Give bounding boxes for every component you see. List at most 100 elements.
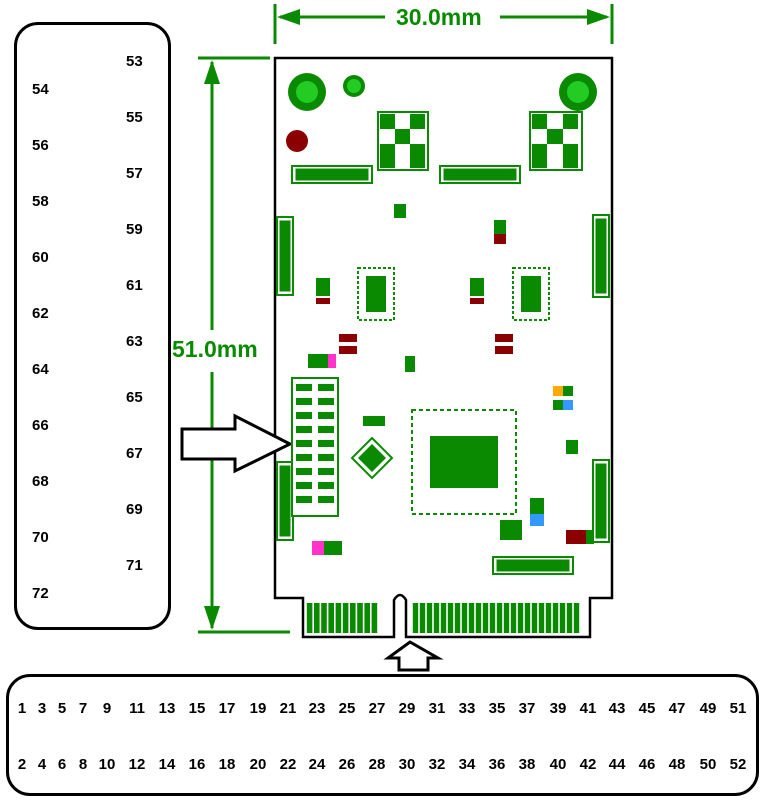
pin-label: 52 bbox=[729, 756, 747, 773]
edge-finger bbox=[454, 603, 461, 633]
width-dimension-label: 30.0mm bbox=[396, 4, 482, 30]
left-connector bbox=[291, 377, 339, 517]
pin-label: 41 bbox=[579, 700, 597, 717]
edge-finger bbox=[335, 603, 342, 633]
pin-label: 70 bbox=[32, 529, 49, 546]
pin-label: 56 bbox=[32, 137, 49, 154]
pin-label: 50 bbox=[699, 756, 717, 773]
pin-label: 43 bbox=[608, 700, 626, 717]
pin-label: 51 bbox=[729, 700, 747, 717]
edge-finger bbox=[419, 603, 426, 633]
pin-label: 64 bbox=[32, 361, 49, 378]
rf-pad-left bbox=[377, 111, 429, 171]
pin-label: 29 bbox=[398, 700, 416, 717]
pin-label: 48 bbox=[668, 756, 686, 773]
pin-label: 72 bbox=[32, 585, 49, 602]
edge-finger bbox=[545, 603, 552, 633]
edge-finger bbox=[364, 603, 370, 633]
height-dimension bbox=[198, 56, 290, 634]
pin-label: 35 bbox=[488, 700, 506, 717]
bottom-pin-box bbox=[6, 674, 759, 796]
pin-label: 23 bbox=[308, 700, 326, 717]
pin-label: 44 bbox=[608, 756, 626, 773]
pin-label: 19 bbox=[249, 700, 267, 717]
side-arrow bbox=[180, 413, 294, 474]
pin-label: 20 bbox=[249, 756, 267, 773]
edge-finger bbox=[489, 603, 496, 633]
edge-finger bbox=[559, 603, 566, 633]
pin-label: 27 bbox=[368, 700, 386, 717]
pin-label: 16 bbox=[188, 756, 206, 773]
pin-label: 26 bbox=[338, 756, 356, 773]
pin-label: 3 bbox=[37, 700, 47, 717]
pin-label: 13 bbox=[158, 700, 176, 717]
pin-label: 62 bbox=[32, 305, 49, 322]
pin-label: 67 bbox=[126, 445, 143, 462]
side-pin-box bbox=[14, 22, 171, 630]
pin-label: 9 bbox=[102, 700, 112, 717]
pin-label: 60 bbox=[32, 249, 49, 266]
pin-label: 32 bbox=[428, 756, 446, 773]
edge-finger bbox=[573, 603, 580, 633]
pin-label: 40 bbox=[549, 756, 567, 773]
pin-label: 22 bbox=[279, 756, 297, 773]
pin-label: 18 bbox=[218, 756, 236, 773]
pad-strip bbox=[276, 165, 610, 575]
edge-finger bbox=[426, 603, 433, 633]
pin-label: 33 bbox=[458, 700, 476, 717]
pin-label: 24 bbox=[308, 756, 326, 773]
width-dimension bbox=[273, 4, 614, 44]
edge-finger bbox=[503, 603, 510, 633]
pin-label: 30 bbox=[398, 756, 416, 773]
pin-label: 69 bbox=[126, 501, 143, 518]
edge-finger bbox=[517, 603, 524, 633]
pin-label: 38 bbox=[518, 756, 536, 773]
components bbox=[308, 204, 594, 555]
pin-label: 11 bbox=[129, 700, 145, 717]
pin-label: 36 bbox=[488, 756, 506, 773]
pin-label: 66 bbox=[32, 417, 49, 434]
pin-label: 63 bbox=[126, 333, 143, 350]
pin-label: 49 bbox=[699, 700, 717, 717]
edge-finger bbox=[371, 603, 378, 633]
pin-label: 53 bbox=[126, 53, 143, 70]
pin-label: 34 bbox=[458, 756, 476, 773]
pin-label: 54 bbox=[32, 81, 49, 98]
diamond-chip bbox=[350, 436, 394, 480]
pin-label: 57 bbox=[126, 165, 143, 182]
edge-finger bbox=[342, 603, 349, 633]
edge-finger bbox=[531, 603, 538, 633]
edge-fingers-left bbox=[306, 603, 378, 633]
edge-finger bbox=[482, 603, 489, 633]
bottom-arrow bbox=[383, 640, 444, 672]
pin-label: 2 bbox=[17, 756, 27, 773]
pin-label: 28 bbox=[368, 756, 386, 773]
edge-finger bbox=[566, 603, 573, 633]
pin-label: 46 bbox=[638, 756, 656, 773]
edge-finger bbox=[412, 603, 419, 633]
pin-label: 6 bbox=[57, 756, 67, 773]
edge-finger bbox=[328, 603, 334, 633]
edge-finger bbox=[314, 603, 320, 633]
pin-label: 25 bbox=[338, 700, 356, 717]
pin-label: 42 bbox=[579, 756, 597, 773]
edge-finger bbox=[468, 603, 475, 633]
height-dimension-label: 51.0mm bbox=[172, 336, 258, 362]
pin-label: 7 bbox=[78, 700, 88, 717]
pin-label: 68 bbox=[32, 473, 49, 490]
pin-label: 45 bbox=[638, 700, 656, 717]
pin-label: 1 bbox=[17, 700, 27, 717]
pin-label: 31 bbox=[428, 700, 446, 717]
edge-finger bbox=[433, 603, 440, 633]
pin-label: 47 bbox=[668, 700, 686, 717]
main-chip bbox=[411, 409, 517, 515]
board-outline bbox=[273, 56, 614, 639]
pin-label: 65 bbox=[126, 389, 143, 406]
edge-finger bbox=[357, 603, 363, 633]
pin-label: 14 bbox=[158, 756, 176, 773]
pin-label: 17 bbox=[218, 700, 236, 717]
pin-label: 58 bbox=[32, 193, 49, 210]
pin-label: 10 bbox=[98, 756, 116, 773]
chip-right bbox=[512, 267, 550, 321]
